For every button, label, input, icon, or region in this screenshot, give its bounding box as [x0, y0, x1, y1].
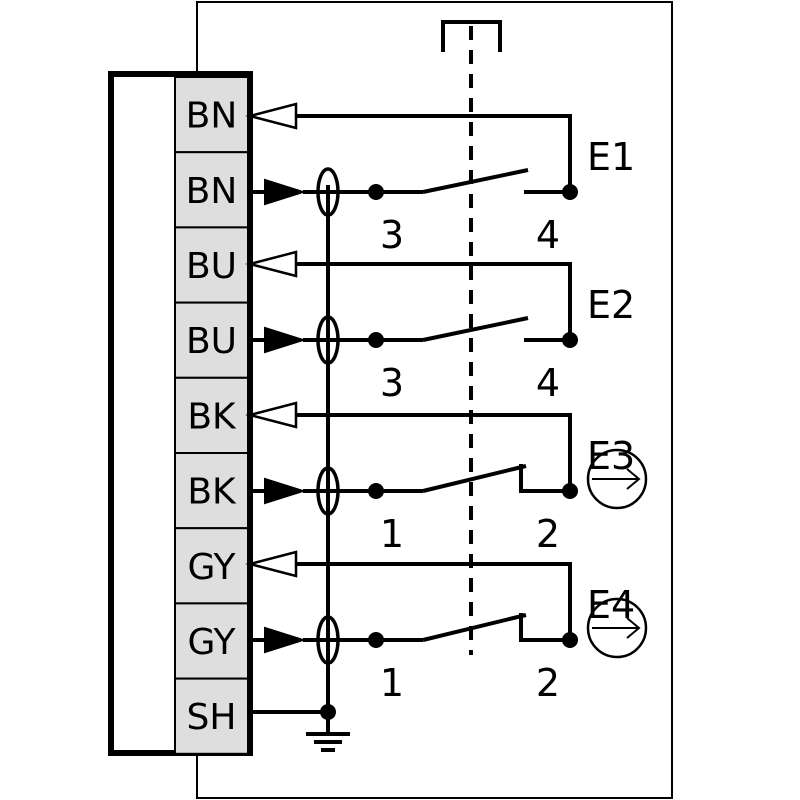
output-arrow-icon	[264, 178, 307, 206]
switch-blade	[422, 613, 527, 642]
switch-blade	[422, 316, 529, 342]
input-arrow-icon	[245, 102, 298, 130]
terminal-label: BN	[186, 171, 238, 212]
terminal-label: BK	[187, 472, 237, 513]
actuator-bracket	[441, 20, 502, 52]
terminal-bk-5	[174, 452, 249, 530]
contact-e3: 1 2 E3	[245, 401, 648, 556]
input-wire	[296, 562, 572, 640]
pin-label-left: 1	[380, 661, 404, 705]
circle-arrow-icon	[586, 448, 648, 510]
terminal-bn-0	[174, 76, 249, 154]
terminal-bn-1	[174, 151, 249, 229]
pin-label-left: 3	[380, 213, 404, 257]
terminal-strip: BN BN BU BU BK BK GY GY SH	[174, 76, 249, 755]
switch-contact	[519, 464, 570, 493]
pin-label-left: 3	[380, 361, 404, 405]
input-arrow-icon	[245, 550, 298, 578]
contact-e1: 3 4 E1	[245, 102, 635, 257]
terminal-label: GY	[187, 622, 236, 663]
terminal-gy-7	[174, 602, 249, 680]
switch-blade	[422, 168, 529, 194]
terminal-label: BK	[187, 396, 237, 437]
contact-name: E2	[587, 283, 635, 327]
pin-label-right: 4	[536, 361, 560, 405]
input-arrow-icon	[245, 401, 298, 429]
input-wire	[296, 114, 572, 192]
output-arrow-icon	[264, 326, 307, 354]
pin-label-right: 2	[536, 512, 560, 556]
pin-label-right: 2	[536, 661, 560, 705]
circle-arrow-icon	[586, 597, 648, 659]
terminal-label: BU	[186, 321, 237, 362]
contact-name: E4	[587, 583, 635, 627]
input-arrow-icon	[245, 250, 298, 278]
terminal-sh-8	[174, 677, 249, 755]
input-wire	[296, 413, 572, 491]
ground-icon	[306, 712, 350, 752]
contact-name: E1	[587, 135, 635, 179]
switch-blade	[422, 464, 527, 493]
output-arrow-icon	[264, 626, 307, 654]
pin-label-left: 1	[380, 512, 404, 556]
terminal-gy-6	[174, 527, 249, 605]
input-wire	[296, 262, 572, 340]
switch-contact	[519, 613, 570, 642]
output-arrow-icon	[264, 477, 307, 505]
contact-e4: 1 2 E4	[245, 550, 648, 705]
terminal-label: GY	[187, 547, 236, 588]
pin-label-right: 4	[536, 213, 560, 257]
contact-e2: 3 4 E2	[245, 250, 635, 405]
terminal-label: BU	[186, 246, 237, 287]
contact-name: E3	[587, 434, 635, 478]
terminal-label: BN	[186, 96, 238, 137]
terminal-label: SH	[187, 697, 237, 738]
